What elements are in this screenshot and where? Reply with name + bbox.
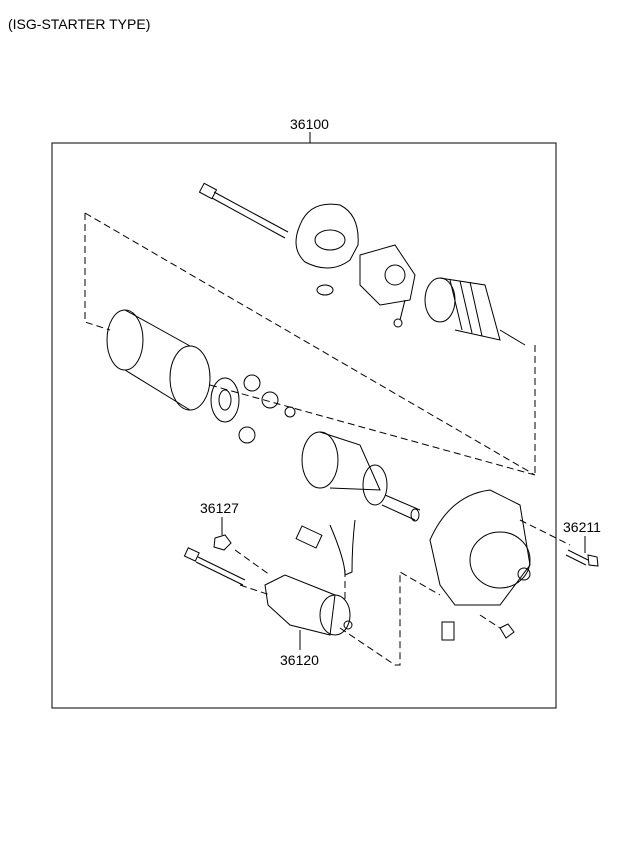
armature	[424, 277, 526, 346]
front-housing	[429, 489, 531, 641]
solenoid-bolt	[183, 547, 246, 586]
drive-lever	[295, 519, 356, 576]
overrunning-clutch	[301, 431, 421, 522]
bolt-36211	[565, 549, 599, 567]
callout-36100[interactable]: 36100	[290, 116, 329, 132]
nut-36127	[213, 534, 232, 551]
assembly-frame	[51, 142, 557, 709]
callout-36120[interactable]: 36120	[280, 652, 319, 668]
rear-end-cover	[295, 203, 359, 296]
assembly-dashed-lines	[84, 212, 571, 666]
callout-36211[interactable]: 36211	[563, 519, 601, 535]
solenoid-36120	[264, 574, 353, 636]
yoke-housing	[106, 309, 211, 411]
planetary-gears	[210, 374, 296, 444]
through-bolt-top	[198, 182, 289, 239]
leader-lines	[221, 132, 586, 650]
callout-36127[interactable]: 36127	[200, 500, 239, 516]
brush-holder	[359, 244, 416, 328]
diagram-title: (ISG-STARTER TYPE)	[8, 16, 151, 32]
